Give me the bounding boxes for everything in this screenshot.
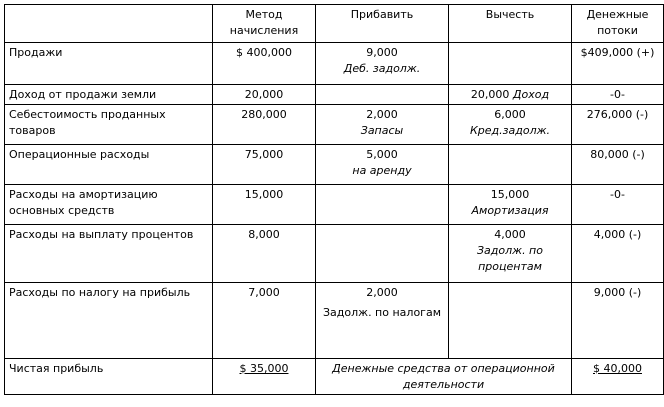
row-cashflow-value: -0-	[571, 84, 664, 105]
cashflow-table-container: Метод начисления Прибавить Вычесть Денеж…	[4, 4, 664, 395]
total-accrual-cell: $ 35,000	[212, 358, 316, 395]
row-add-value: 9,000	[366, 46, 398, 59]
row-cashflow-value: 276,000 (-)	[571, 104, 664, 145]
table-row: Продажи $ 400,000 9,000 Деб. задолж. $40…	[4, 42, 664, 85]
row-accrual-value: 20,000	[212, 84, 316, 105]
total-accrual-value: $ 35,000	[239, 362, 289, 375]
row-label: Расходы на амортизацию основных средств	[4, 184, 213, 225]
row-sub-note: Доход	[512, 88, 550, 101]
total-row: Чистая прибыль $ 35,000 Денежные средств…	[4, 358, 664, 395]
table-row: Расходы на выплату процентов 8,000 4,000…	[4, 224, 664, 283]
row-sub-note: Амортизация	[471, 204, 549, 217]
header-cashflow: Денежные потоки	[571, 4, 664, 43]
header-add: Прибавить	[315, 4, 449, 43]
row-accrual-value: 75,000	[212, 144, 316, 185]
row-cashflow-value: 9,000 (-)	[571, 282, 664, 359]
row-sub-value: 15,000	[490, 188, 530, 201]
row-sub-cell	[448, 282, 572, 359]
row-add-note: Деб. задолж.	[343, 62, 421, 75]
row-sub-value: 20,000	[470, 88, 510, 101]
row-sub-cell: 15,000 Амортизация	[448, 184, 572, 225]
total-label: Чистая прибыль	[4, 358, 213, 395]
row-label: Расходы по налогу на прибыль	[4, 282, 213, 359]
header-subtract: Вычесть	[448, 4, 572, 43]
operating-cash-caption-cell: Денежные средства от операционной деятел…	[315, 358, 572, 395]
total-cashflow-cell: $ 40,000	[571, 358, 664, 395]
row-label: Операционные расходы	[4, 144, 213, 185]
table-row: Себестоимость проданных товаров 280,000 …	[4, 104, 664, 145]
row-sub-cell: 4,000 Задолж. по процентам	[448, 224, 572, 283]
row-sub-value: 4,000	[494, 228, 526, 241]
row-add-cell	[315, 184, 449, 225]
row-add-cell	[315, 84, 449, 105]
row-accrual-value: 15,000	[212, 184, 316, 225]
row-label: Расходы на выплату процентов	[4, 224, 213, 283]
row-accrual-value: 7,000	[212, 282, 316, 359]
row-cashflow-value: 80,000 (-)	[571, 144, 664, 185]
row-add-note: Запасы	[360, 124, 404, 137]
row-add-cell: 2,000 Задолж. по налогам	[315, 282, 449, 359]
table-row: Расходы на амортизацию основных средств …	[4, 184, 664, 225]
row-label: Себестоимость проданных товаров	[4, 104, 213, 145]
row-add-note: на аренду	[352, 164, 412, 177]
row-label: Продажи	[4, 42, 213, 85]
row-cashflow-value: $409,000 (+)	[571, 42, 664, 85]
row-accrual-value: 280,000	[212, 104, 316, 145]
row-sub-value: 6,000	[494, 108, 526, 121]
row-accrual-value: $ 400,000	[212, 42, 316, 85]
row-sub-cell	[448, 42, 572, 85]
header-label-cell	[4, 4, 213, 43]
row-add-value: 2,000	[366, 108, 398, 121]
header-accrual-method: Метод начисления	[212, 4, 316, 43]
row-sub-cell	[448, 144, 572, 185]
row-add-cell	[315, 224, 449, 283]
row-label: Доход от продажи земли	[4, 84, 213, 105]
row-add-value: 5,000	[366, 148, 398, 161]
row-sub-note: Задолж. по процентам	[477, 244, 543, 273]
table-row: Операционные расходы 75,000 5,000 на аре…	[4, 144, 664, 185]
row-sub-cell: 20,000 Доход	[448, 84, 572, 105]
cashflow-reconciliation-table: Метод начисления Прибавить Вычесть Денеж…	[4, 4, 664, 395]
row-add-cell: 5,000 на аренду	[315, 144, 449, 185]
row-sub-cell: 6,000 Кред.задолж.	[448, 104, 572, 145]
row-add-cell: 2,000 Запасы	[315, 104, 449, 145]
row-accrual-value: 8,000	[212, 224, 316, 283]
operating-cash-caption: Денежные средства от операционной деятел…	[332, 362, 555, 391]
row-cashflow-value: 4,000 (-)	[571, 224, 664, 283]
table-row: Расходы по налогу на прибыль 7,000 2,000…	[4, 282, 664, 359]
row-add-note: Задолж. по налогам	[323, 306, 441, 319]
table-row: Доход от продажи земли 20,000 20,000 Дох…	[4, 84, 664, 105]
row-add-value: 2,000	[366, 286, 398, 299]
row-add-cell: 9,000 Деб. задолж.	[315, 42, 449, 85]
row-sub-note: Кред.задолж.	[469, 124, 551, 137]
total-cashflow-value: $ 40,000	[593, 362, 642, 375]
table-header-row: Метод начисления Прибавить Вычесть Денеж…	[4, 4, 664, 43]
row-cashflow-value: -0-	[571, 184, 664, 225]
